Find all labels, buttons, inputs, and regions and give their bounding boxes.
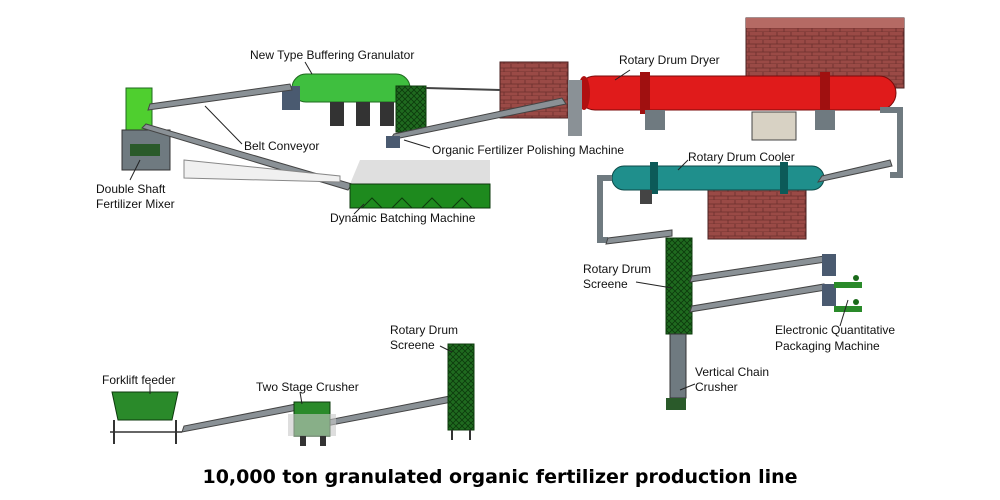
rotary-drum-screener-right bbox=[665, 237, 693, 410]
label-packaging-line1: Electronic Quantitative bbox=[775, 323, 896, 337]
label-granulator: New Type Buffering Granulator bbox=[250, 48, 415, 62]
label-polishing-machine: Organic Fertilizer Polishing Machine bbox=[432, 143, 625, 157]
label-mixer-line2: Fertilizer Mixer bbox=[96, 197, 175, 211]
label-packaging-line2: Packaging Machine bbox=[775, 339, 880, 353]
conveyor-icon bbox=[386, 97, 567, 148]
brick-house-icon bbox=[707, 183, 807, 240]
double-shaft-fertilizer-mixer bbox=[121, 87, 171, 171]
label-two-stage-crusher: Two Stage Crusher bbox=[256, 380, 359, 394]
electronic-quantitative-packaging-machine bbox=[822, 254, 862, 312]
label-belt-conveyor: Belt Conveyor bbox=[244, 139, 320, 153]
label-screener-left-line1: Rotary Drum bbox=[390, 323, 459, 337]
figure-caption: 10,000 ton granulated organic fertilizer… bbox=[202, 466, 798, 488]
label-cooler: Rotary Drum Cooler bbox=[688, 150, 795, 164]
label-screener-right-line1: Rotary Drum bbox=[583, 262, 652, 276]
label-vertical-crusher-line2: Crusher bbox=[695, 380, 738, 394]
conveyor-icon bbox=[141, 83, 353, 191]
rotary-drum-cooler bbox=[611, 159, 893, 204]
new-type-buffering-granulator bbox=[282, 73, 427, 133]
conveyor-icon bbox=[597, 175, 673, 245]
label-batching: Dynamic Batching Machine bbox=[330, 211, 476, 225]
two-stage-crusher bbox=[288, 401, 336, 446]
rotary-drum-dryer bbox=[568, 72, 903, 178]
conveyor-icon bbox=[689, 255, 827, 313]
label-vertical-crusher-line1: Vertical Chain bbox=[695, 365, 770, 379]
label-screener-left-line2: Screene bbox=[390, 338, 435, 352]
label-mixer-line1: Double Shaft bbox=[96, 182, 166, 196]
label-screener-right-line2: Screene bbox=[583, 277, 628, 291]
label-forklift-feeder: Forklift feeder bbox=[102, 373, 176, 387]
forklift-feeder bbox=[110, 391, 182, 444]
dynamic-batching-machine bbox=[349, 160, 491, 209]
leader-lines bbox=[129, 61, 849, 405]
rotary-drum-screener-left bbox=[447, 343, 475, 440]
label-dryer: Rotary Drum Dryer bbox=[619, 53, 720, 67]
